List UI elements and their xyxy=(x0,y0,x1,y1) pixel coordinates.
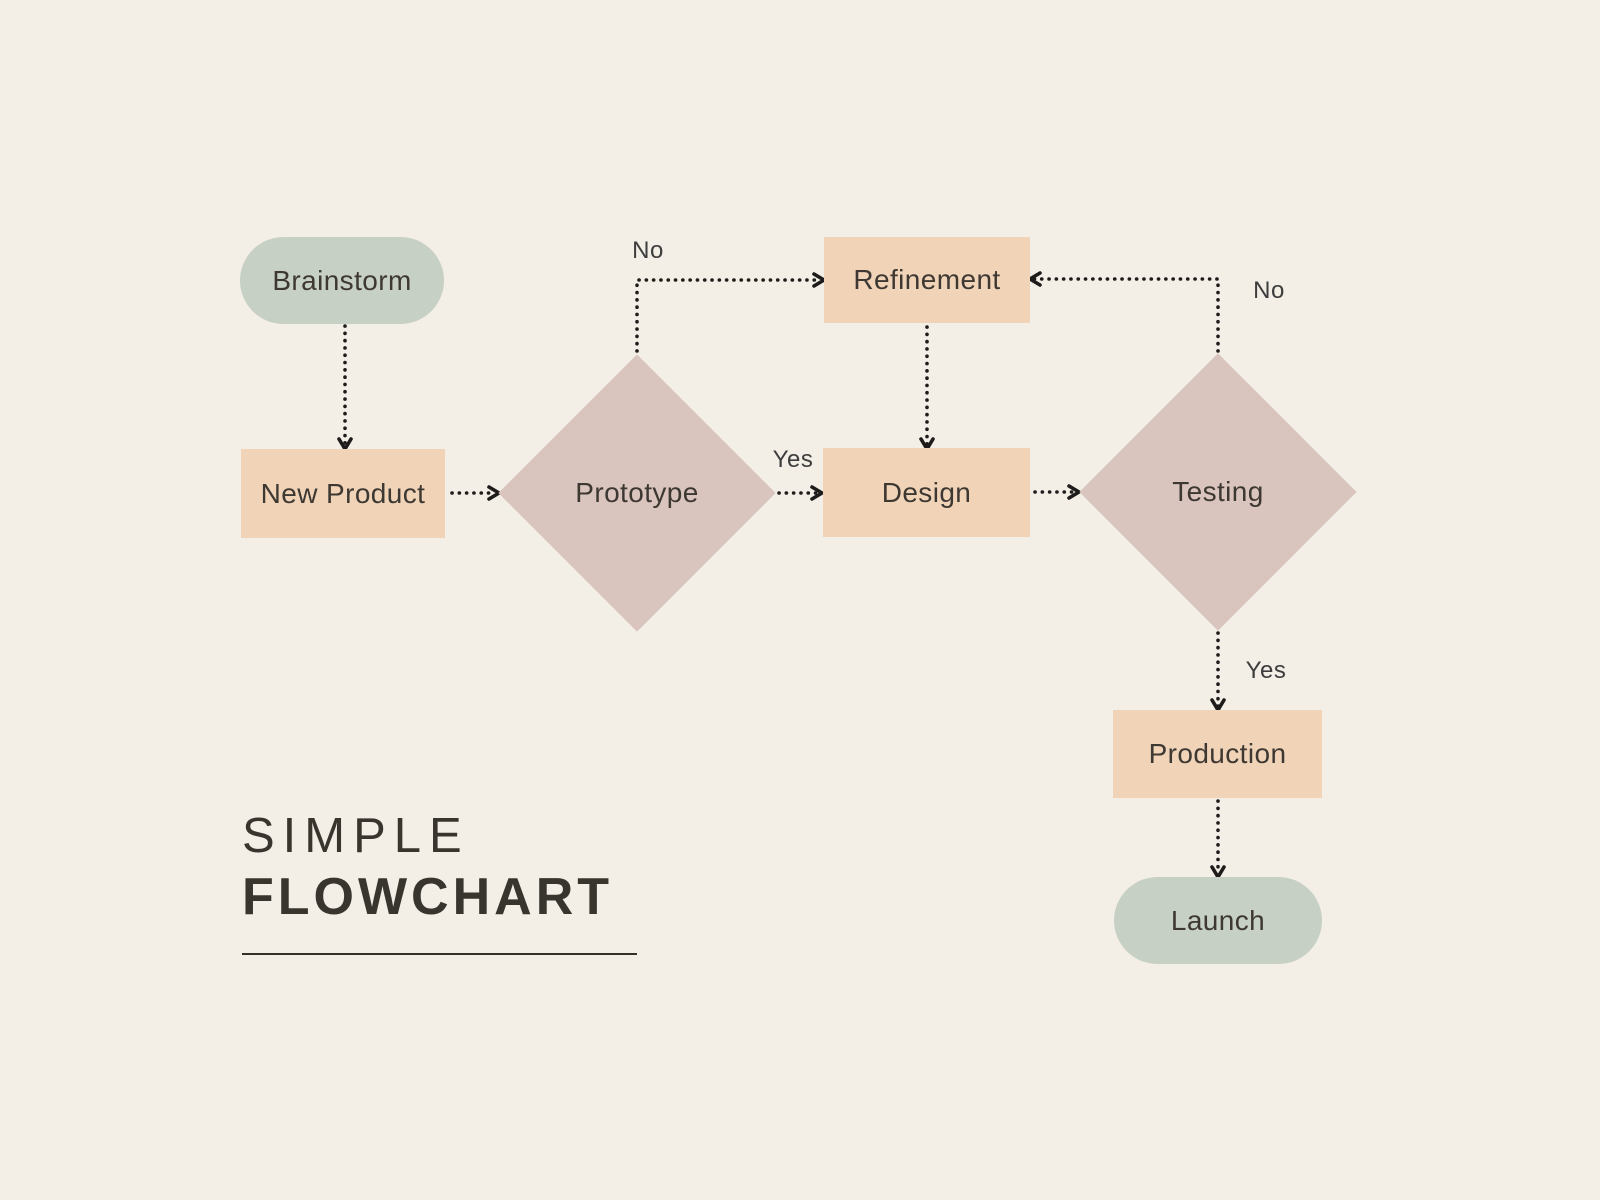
node-new-product-label: New Product xyxy=(260,477,426,509)
edge-testing-no-to-refinement xyxy=(1028,271,1220,353)
node-launch: Launch xyxy=(1114,877,1322,964)
title-line2: FLOWCHART xyxy=(242,868,614,926)
node-brainstorm: Brainstorm xyxy=(240,237,444,324)
node-prototype-label: Prototype xyxy=(575,477,699,508)
node-brainstorm-label: Brainstorm xyxy=(272,264,412,296)
node-testing-decision: Testing xyxy=(1079,353,1357,631)
node-production: Production xyxy=(1113,710,1322,798)
node-design-label: Design xyxy=(881,476,972,508)
node-design: Design xyxy=(823,448,1030,537)
node-launch-label: Launch xyxy=(1170,904,1266,936)
title-line1: SIMPLE xyxy=(242,809,470,863)
node-refinement: Refinement xyxy=(824,237,1030,323)
edge-label-prototype-yes: Yes xyxy=(772,446,814,473)
node-production-label: Production xyxy=(1148,738,1287,769)
node-prototype-decision: Prototype xyxy=(498,354,776,632)
title-block: SIMPLE FLOWCHART xyxy=(242,806,613,928)
title-underline xyxy=(242,953,637,955)
node-new-product: New Product xyxy=(241,449,445,538)
edge-label-testing-no: No xyxy=(1253,277,1285,304)
edge-label-testing-yes: Yes xyxy=(1245,657,1287,684)
edge-label-prototype-no: No xyxy=(632,237,664,264)
edge-prototype-no-to-refinement xyxy=(635,272,826,353)
node-refinement-label: Refinement xyxy=(853,264,1001,295)
node-testing-label: Testing xyxy=(1172,476,1264,507)
